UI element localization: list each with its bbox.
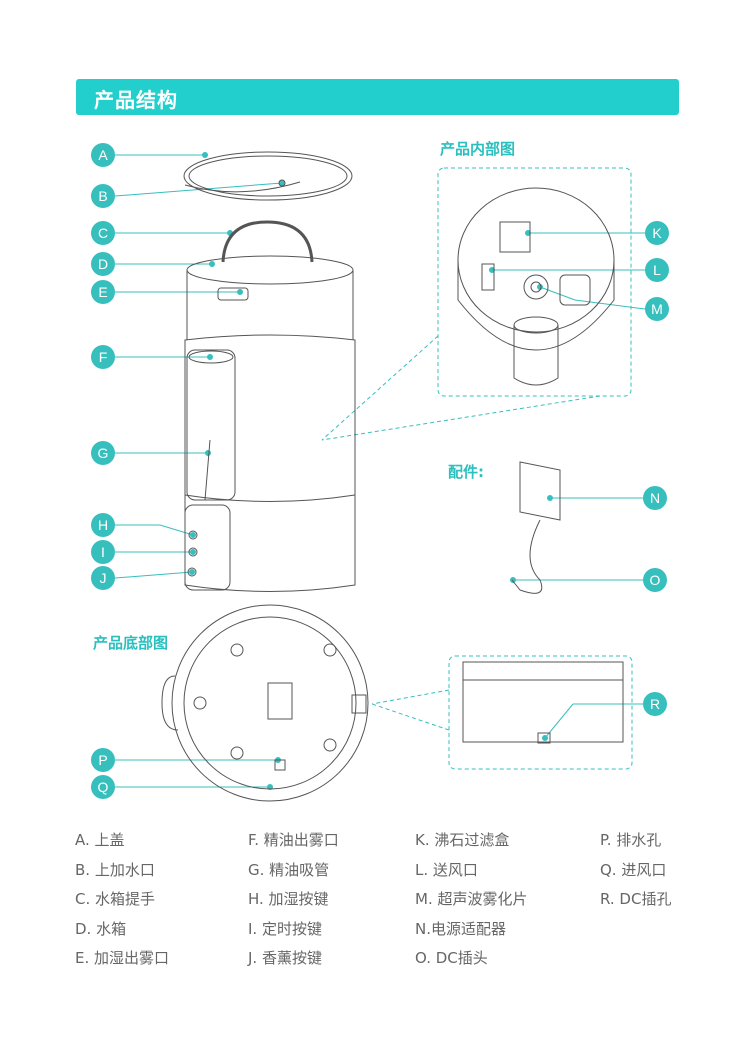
legend-item: H. 加湿按键 [248,890,329,908]
badge-l: L [645,258,669,282]
callout-frames [321,167,633,770]
legend-item: C. 水箱提手 [75,890,156,908]
legend-item: L. 送风口 [415,860,478,879]
legend-item: I. 定时按键 [248,919,322,938]
badge-e: E [91,280,115,304]
legend-item: N.电源适配器 [415,919,506,938]
badge-b: B [91,184,115,208]
badge-o: O [643,568,667,592]
legend-item: G. 精油吸管 [248,860,330,879]
legend-column-4: P. 排水孔 Q. 进风口 R. DC插孔 [600,826,671,915]
bottom-view-title: 产品底部图 [93,634,169,652]
legend-item: Q. 进风口 [600,860,667,879]
badge-i: I [91,540,115,564]
legend-item: A. 上盖 [75,831,125,849]
accessories-title: 配件: [448,463,484,481]
legend-item: K. 沸石过滤盒 [415,831,510,849]
legend-item: J. 香薰按键 [248,949,322,967]
badge-d: D [91,252,115,276]
badge-q: Q [91,775,115,799]
badge-m: M [645,297,669,321]
section-title: 产品结构 [94,88,178,112]
legend-item: O. DC插头 [415,949,488,967]
badge-a: A [91,143,115,167]
badge-k: K [645,221,669,245]
section-banner: 产品结构 [76,79,679,115]
badge-n: N [643,486,667,510]
badge-f: F [91,345,115,369]
badge-g: G [91,441,115,465]
legend-item: F. 精油出雾口 [248,831,339,849]
legend-item: M. 超声波雾化片 [415,890,528,908]
legend-column-1: A. 上盖 B. 上加水口 C. 水箱提手 D. 水箱 E. 加湿出雾口 [75,826,169,974]
legend-item: E. 加湿出雾口 [75,949,170,967]
legend-item: B. 上加水口 [75,860,155,879]
leader-lines [114,152,646,790]
badge-h: H [91,513,115,537]
legend-item: D. 水箱 [75,919,127,938]
legend-column-3: K. 沸石过滤盒 L. 送风口 M. 超声波雾化片 N.电源适配器 O. DC插… [415,826,527,974]
interior-view-title: 产品内部图 [440,140,516,158]
badge-p: P [91,748,115,772]
badge-j: J [91,566,115,590]
legend-column-2: F. 精油出雾口 G. 精油吸管 H. 加湿按键 I. 定时按键 J. 香薰按键 [248,826,339,974]
badge-c: C [91,221,115,245]
legend-item: R. DC插孔 [600,890,672,908]
legend-item: P. 排水孔 [600,831,662,849]
badge-r: R [643,692,667,716]
